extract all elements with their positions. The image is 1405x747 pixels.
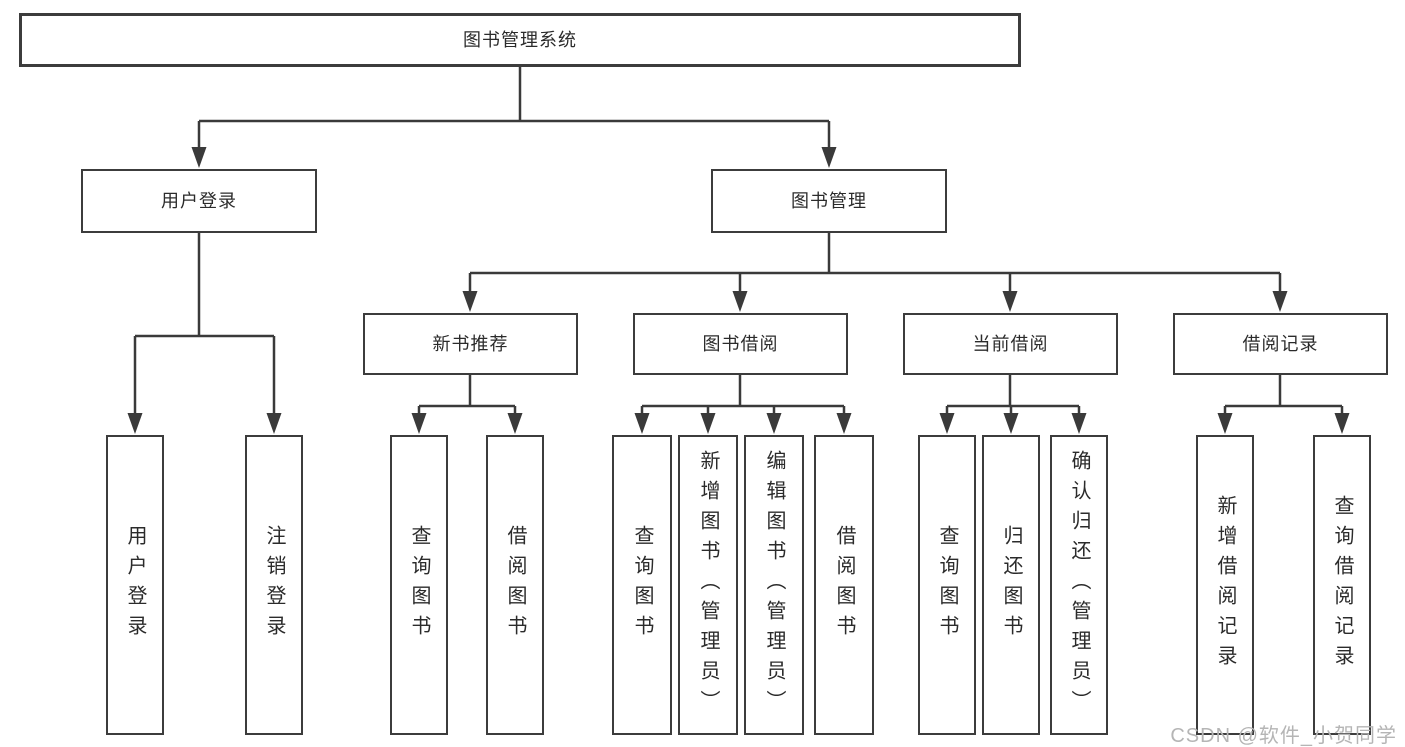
arrow-leaf-add-borrow-record	[1217, 413, 1233, 434]
leaf-add-borrow-record-label: 新增借阅记录	[1214, 495, 1236, 675]
leaf-query-borrow-record-label: 查询借阅记录	[1331, 495, 1353, 675]
arrow-borrowing-records	[1272, 291, 1288, 312]
leaf-query-books-borrowing-label: 查询图书	[631, 525, 653, 645]
arrow-leaf-query-borrow-record	[1334, 413, 1350, 434]
arrow-leaf-edit-books-admin	[766, 413, 782, 434]
node-borrowing-records-label: 借阅记录	[1242, 334, 1319, 354]
arrow-new-book-recommend	[462, 291, 478, 312]
node-user-login: 用户登录	[81, 169, 317, 233]
node-book-management: 图书管理	[711, 169, 947, 233]
arrow-leaf-return-books	[1003, 413, 1019, 434]
arrow-leaf-confirm-return-admin	[1071, 413, 1087, 434]
leaf-query-books-current-label: 查询图书	[936, 525, 958, 645]
node-root-label: 图书管理系统	[463, 30, 577, 50]
edge-user-login-to-leaves	[133, 233, 276, 416]
node-current-borrowing: 当前借阅	[903, 313, 1118, 375]
node-book-borrowing-label: 图书借阅	[702, 334, 779, 354]
leaf-return-books-label: 归还图书	[1000, 525, 1022, 645]
leaf-borrow-books-borrowing-label: 借阅图书	[833, 525, 855, 645]
node-new-book-recommend-label: 新书推荐	[432, 334, 509, 354]
leaf-logout-label: 注销登录	[263, 525, 285, 645]
arrow-leaf-add-books-admin	[700, 413, 716, 434]
leaf-query-books-recommend-label: 查询图书	[408, 525, 430, 645]
arrow-leaf-query-books-current	[939, 413, 955, 434]
arrow-leaf-user-login	[127, 413, 143, 434]
arrow-leaf-query-books-recommend	[411, 413, 427, 434]
node-new-book-recommend: 新书推荐	[363, 313, 578, 375]
leaf-return-books: 归还图书	[982, 435, 1040, 735]
leaf-add-books-admin-label: 新增图书（管理员）	[697, 450, 719, 720]
leaf-query-books-borrowing: 查询图书	[612, 435, 672, 735]
node-book-management-label: 图书管理	[791, 191, 867, 211]
leaf-borrow-books-recommend-label: 借阅图书	[504, 525, 526, 645]
edge-root-to-level2	[197, 67, 831, 150]
edge-book-management-to-level3	[468, 233, 1282, 294]
node-book-borrowing: 图书借阅	[633, 313, 848, 375]
arrowheads	[127, 147, 1350, 434]
arrow-leaf-query-books-borrowing	[634, 413, 650, 434]
leaf-edit-books-admin: 编辑图书（管理员）	[744, 435, 804, 735]
arrow-book-management	[821, 147, 837, 168]
node-user-login-label: 用户登录	[161, 191, 237, 211]
leaf-borrow-books-borrowing: 借阅图书	[814, 435, 874, 735]
leaf-confirm-return-admin: 确认归还（管理员）	[1050, 435, 1108, 735]
leaf-user-login: 用户登录	[106, 435, 164, 735]
arrow-leaf-logout	[266, 413, 282, 434]
leaf-logout: 注销登录	[245, 435, 303, 735]
csdn-watermark: CSDN @软件_小贺同学	[1170, 725, 1397, 747]
leaf-add-books-admin: 新增图书（管理员）	[678, 435, 738, 735]
leaf-add-borrow-record: 新增借阅记录	[1196, 435, 1254, 735]
leaf-query-books-current: 查询图书	[918, 435, 976, 735]
leaf-edit-books-admin-label: 编辑图书（管理员）	[763, 450, 785, 720]
edge-book-borrowing-to-leaves	[640, 375, 846, 416]
arrow-book-borrowing	[732, 291, 748, 312]
arrow-leaf-borrow-books-recommend	[507, 413, 523, 434]
edge-new-book-recommend-to-leaves	[417, 375, 517, 416]
edge-borrowing-records-to-leaves	[1223, 375, 1344, 416]
leaf-confirm-return-admin-label: 确认归还（管理员）	[1068, 450, 1090, 720]
node-current-borrowing-label: 当前借阅	[972, 334, 1049, 354]
node-borrowing-records: 借阅记录	[1173, 313, 1388, 375]
arrow-user-login	[191, 147, 207, 168]
arrow-leaf-borrow-books-borrowing	[836, 413, 852, 434]
leaf-query-books-recommend: 查询图书	[390, 435, 448, 735]
node-root: 图书管理系统	[19, 13, 1021, 67]
arrow-current-borrowing	[1002, 291, 1018, 312]
leaf-user-login-label: 用户登录	[124, 525, 146, 645]
leaf-borrow-books-recommend: 借阅图书	[486, 435, 544, 735]
edge-current-borrowing-to-leaves	[945, 375, 1081, 416]
leaf-query-borrow-record: 查询借阅记录	[1313, 435, 1371, 735]
